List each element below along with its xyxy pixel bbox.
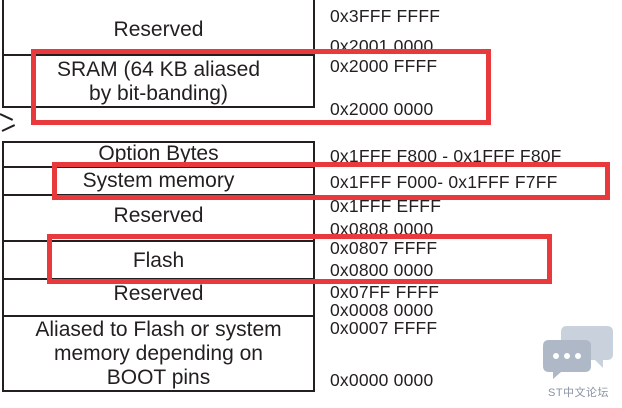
address-label: 0x2000 0000 <box>330 99 434 119</box>
watermark-label: ST中文论坛 <box>548 387 610 399</box>
address-label: 0x0807 FFFF <box>330 238 438 258</box>
divider <box>4 54 313 56</box>
divider <box>4 240 313 242</box>
divider <box>4 315 313 317</box>
reserved-lower-label: Reserved <box>113 282 204 305</box>
address-label: 0x1FFF F000- 0x1FFF F7FF <box>330 172 558 192</box>
address-label: 0x3FFF FFFF <box>330 6 441 26</box>
sram-label: SRAM (64 KB aliased by bit-banding) <box>56 58 261 105</box>
address-label: 0x0008 0000 <box>330 300 434 320</box>
aliased-boot-label: Aliased to Flash or system memory depend… <box>35 318 282 389</box>
break-mark <box>0 113 14 121</box>
address-label: 0x2000 FFFF <box>330 56 438 76</box>
address-label: 0x07FF FFFF <box>330 282 440 302</box>
flash-highlight-box <box>47 234 552 284</box>
address-label: 0x0800 0000 <box>330 260 434 280</box>
system-memory-highlight-box <box>52 162 610 200</box>
reserved-top-label: Reserved <box>113 18 204 41</box>
flash-label: Flash <box>132 249 185 272</box>
reserved-middle-label: Reserved <box>113 204 204 227</box>
address-label: 0x1FFF F800 - 0x1FFF F80F <box>330 146 562 166</box>
address-label: 0x0007 FFFF <box>330 318 438 338</box>
option-bytes-label: Option Bytes <box>98 142 219 165</box>
address-label: 0x0000 0000 <box>330 370 434 390</box>
system-memory-label: System memory <box>82 168 235 192</box>
divider <box>4 166 313 168</box>
address-label: 0x1FFF EFFF <box>330 196 442 216</box>
sram-region-block: Reserved SRAM (64 KB aliased by bit-band… <box>2 0 315 108</box>
chat-bubbles-icon <box>541 322 617 380</box>
break-mark <box>1 124 16 132</box>
sram-highlight-box <box>31 49 491 125</box>
